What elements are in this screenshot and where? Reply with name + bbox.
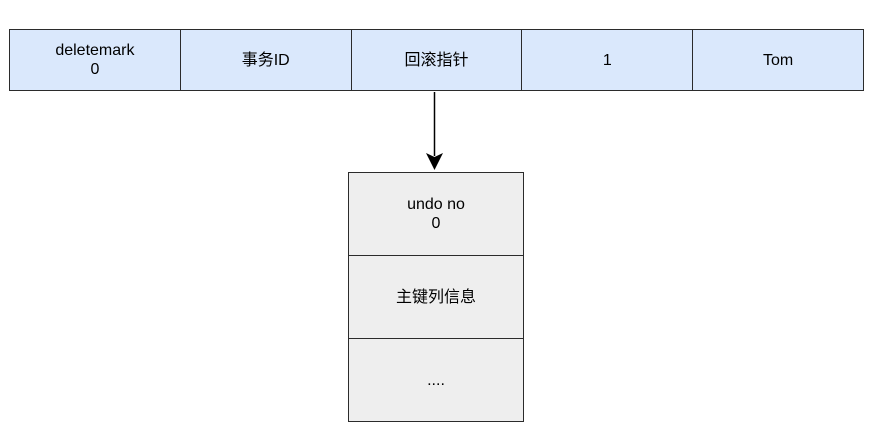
- record-field-transaction-id: 事务ID: [179, 30, 351, 90]
- record-field-value-tom: Tom: [692, 30, 863, 90]
- ellipsis-cell: ....: [349, 338, 523, 421]
- record-row: deletemark 0 事务ID 回滚指针 1 Tom: [9, 29, 864, 91]
- undo-no-cell: undo no 0: [349, 173, 523, 255]
- undo-log-record: undo no 0 主键列信息 ....: [348, 172, 524, 422]
- arrow-head: [426, 153, 443, 170]
- record-field-rollback-pointer: 回滚指针: [350, 30, 522, 90]
- record-field-value-1: 1: [521, 30, 693, 90]
- primary-key-info-cell: 主键列信息: [349, 255, 523, 338]
- record-field-deletemark: deletemark 0: [10, 30, 180, 90]
